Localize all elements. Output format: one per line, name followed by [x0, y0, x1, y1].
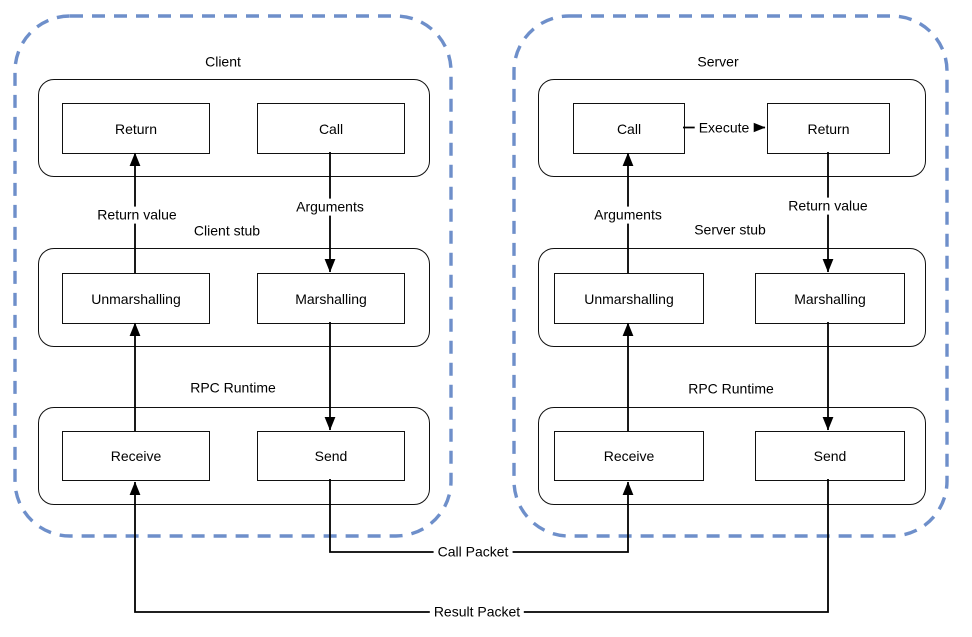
connectors — [129, 122, 834, 613]
client-marshalling-box: Marshalling — [257, 273, 405, 324]
client-title: Client — [205, 53, 241, 70]
result-packet-label: Result Packet — [429, 603, 525, 621]
server-stub-title: Server stub — [694, 221, 766, 238]
client-arguments-label: Arguments — [292, 198, 368, 216]
client-return-value-label: Return value — [93, 206, 181, 224]
client-receive-box: Receive — [62, 431, 210, 481]
server-return-value-label: Return value — [784, 197, 872, 215]
server-runtime-title: RPC Runtime — [688, 380, 774, 397]
client-stub-title: Client stub — [193, 222, 261, 239]
client-send-box: Send — [257, 431, 405, 481]
server-send-box: Send — [755, 431, 905, 481]
server-receive-box: Receive — [554, 431, 704, 481]
server-marshalling-box: Marshalling — [755, 273, 905, 324]
server-call-box: Call — [573, 103, 685, 154]
client-runtime-title: RPC Runtime — [190, 379, 276, 396]
client-return-box: Return — [62, 103, 210, 154]
server-return-box: Return — [767, 103, 890, 154]
server-execute-label: Execute — [694, 119, 754, 137]
server-title: Server — [697, 53, 739, 70]
client-call-box: Call — [257, 103, 405, 154]
client-unmarshalling-box: Unmarshalling — [62, 273, 210, 324]
call-packet-label: Call Packet — [433, 543, 513, 561]
server-unmarshalling-box: Unmarshalling — [554, 273, 704, 324]
server-arguments-label: Arguments — [590, 206, 666, 224]
